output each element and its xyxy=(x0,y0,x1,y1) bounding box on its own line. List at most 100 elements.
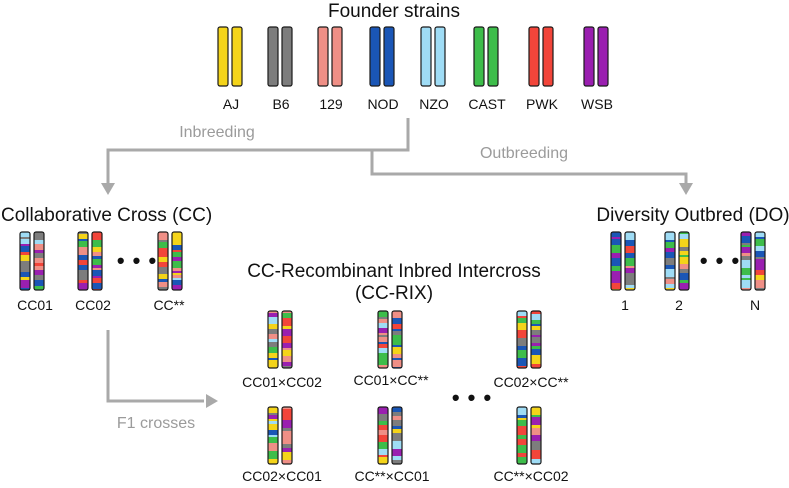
founder-chromosome-cast-1 xyxy=(473,26,485,87)
f1-crosses-label: F1 crosses xyxy=(116,415,196,432)
chromosome-segment xyxy=(392,318,402,324)
chromosome-segment xyxy=(268,424,278,430)
chromosome-segment xyxy=(172,250,182,252)
chromosome-segment xyxy=(34,250,44,253)
chromosome-segment xyxy=(268,339,278,342)
chromosome-segment xyxy=(268,365,278,368)
f1-crosses-arrow-line xyxy=(106,330,204,403)
founder-strains-title: Founder strains xyxy=(327,1,461,22)
rix-chromosome-2-b xyxy=(391,310,403,369)
chromosome-segment xyxy=(158,240,168,242)
inbreeding-arrow-line xyxy=(106,118,410,183)
chromosome-segment xyxy=(611,253,621,258)
chromosome-segment xyxy=(268,419,278,421)
chromosome-segment xyxy=(282,343,292,348)
chromosome-segment xyxy=(392,345,402,347)
chromosome-segment xyxy=(517,323,527,330)
do-chromosomes xyxy=(610,231,766,291)
rix-title-line2: (CC-RIX) xyxy=(354,283,434,304)
chromosome-segment xyxy=(158,287,168,290)
chromosome-segment xyxy=(741,245,751,247)
do-title: Diversity Outbred (DO) xyxy=(596,205,789,226)
chromosome-outline xyxy=(91,231,103,291)
chromosome-segment xyxy=(34,280,44,286)
chromosome-segment xyxy=(282,348,292,350)
founder-chromosome-nod-2 xyxy=(383,26,395,87)
chromosome-outline xyxy=(678,231,690,291)
do-chromosome-n-a xyxy=(740,231,752,291)
cc-ellipsis: • • • xyxy=(116,248,158,273)
chromosome-segment xyxy=(665,242,675,245)
chromosome-outline xyxy=(33,231,45,291)
chromosome-segment xyxy=(268,433,278,435)
chromosome-segment xyxy=(282,326,292,329)
chromosome-segment xyxy=(268,407,278,413)
chromosome-segment xyxy=(755,246,765,251)
chromosome-segment xyxy=(20,266,30,272)
cc-chromosome-cc01-b xyxy=(33,231,45,291)
chromosome-segment xyxy=(378,407,388,414)
chromosome-segment xyxy=(517,453,527,457)
chromosome-segment xyxy=(158,242,168,248)
chromosome-segment xyxy=(741,256,751,260)
chromosome-segment xyxy=(741,232,751,236)
chromosome-outline xyxy=(267,310,279,369)
chromosome-segment xyxy=(268,342,278,347)
chromosome-segment xyxy=(172,280,182,285)
chromosome-segment xyxy=(20,239,30,244)
outbreeding-label: Outbreeding xyxy=(479,145,569,162)
chromosome-segment xyxy=(92,270,102,276)
chromosome-segment xyxy=(378,414,388,421)
chromosome-segment xyxy=(531,343,541,346)
do-chromosome-2-a xyxy=(664,231,676,291)
chromosome-segment xyxy=(172,245,182,250)
chromosome-segment xyxy=(378,335,388,337)
chromosome-segment xyxy=(665,245,675,248)
rix-label-cc02xccstar: CC02×CC** xyxy=(493,374,569,390)
cc-chromosome-ccstar-b xyxy=(171,231,183,291)
chromosome-segment xyxy=(517,420,527,426)
chromosome-segment xyxy=(378,317,388,319)
chromosome-segment xyxy=(517,358,527,366)
chromosome-segment xyxy=(517,418,527,420)
chromosome-segment xyxy=(531,320,541,324)
chromosome-segment xyxy=(625,268,635,273)
chromosome-segment xyxy=(517,311,527,316)
chromosome-segment xyxy=(282,350,292,356)
chromosome-segment xyxy=(158,262,168,267)
chromosome-segment xyxy=(78,273,88,280)
chromosome-segment xyxy=(268,421,278,424)
chromosome-segment xyxy=(282,318,292,326)
chromosome-segment xyxy=(78,283,88,290)
chromosome-segment xyxy=(268,329,278,334)
rix-chromosome-1-b xyxy=(281,310,293,369)
outbreeding-arrow-line xyxy=(370,150,688,183)
chromosome-segment xyxy=(741,278,751,280)
inbreeding-arrow-head xyxy=(101,183,115,195)
chromosome-segment xyxy=(517,407,527,415)
chromosome-segment xyxy=(392,447,402,449)
chromosome-segment xyxy=(531,314,541,320)
chromosome-segment xyxy=(531,441,541,443)
chromosome-segment xyxy=(78,234,88,239)
chromosome-segment xyxy=(679,247,689,251)
chromosome-segment xyxy=(755,288,765,290)
cc-title: Collaborative Cross (CC) xyxy=(1,205,213,226)
chromosome-segment xyxy=(282,431,292,437)
chromosome-segment xyxy=(268,347,278,353)
chromosome-segment xyxy=(268,334,278,339)
chromosome-segment xyxy=(378,348,388,353)
chromosome-segment xyxy=(517,439,527,445)
rix-chromosome-4-b xyxy=(281,406,293,465)
chromosome-segment xyxy=(517,457,527,464)
chromosome-segment xyxy=(92,278,102,283)
chromosome-segment xyxy=(282,311,292,313)
chromosome-segment xyxy=(378,353,388,361)
chromosome-segment xyxy=(282,329,292,336)
chromosome-segment xyxy=(378,342,388,344)
chromosome-segment xyxy=(755,239,765,246)
chromosome-segment xyxy=(392,311,402,318)
do-ellipsis: • • • xyxy=(699,248,741,273)
chromosome-segment xyxy=(665,252,675,258)
chromosome-segment xyxy=(20,252,30,255)
